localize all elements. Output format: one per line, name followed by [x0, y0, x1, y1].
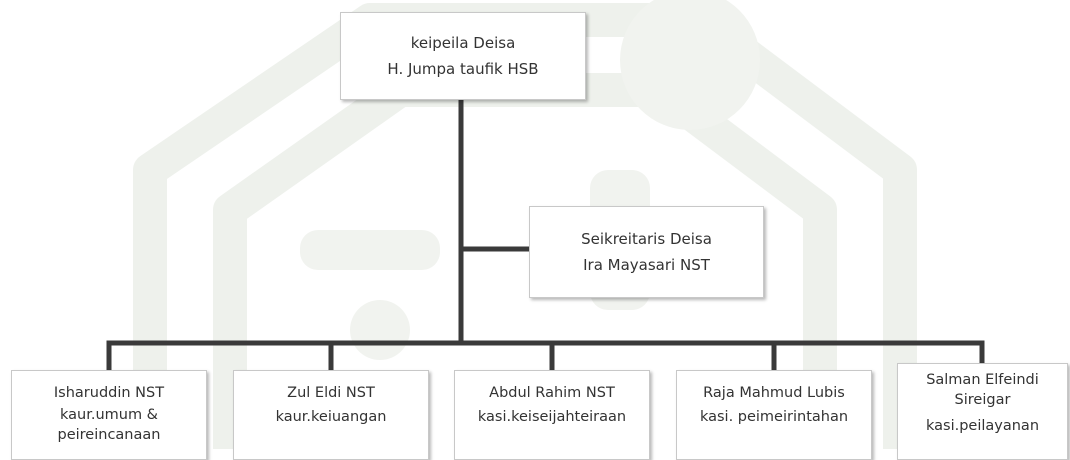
node-staff-general-planning: Isharuddin NST kaur.umum & peireincanaan	[11, 370, 207, 460]
node-village-head: keipeila Deisa H. Jumpa taufik HSB	[340, 12, 586, 100]
node-staff-welfare: Abdul Rahim NST kasi.keiseijahteiraan	[454, 370, 650, 460]
node-role: kasi.keiseijahteiraan	[477, 409, 627, 425]
node-role-line2: peireincanaan	[57, 427, 161, 443]
node-person-name: Raja Mahmud Lubis	[703, 385, 845, 401]
node-role: kasi.peilayanan	[925, 418, 1040, 434]
node-person-name: Zul Eldi NST	[287, 385, 375, 401]
node-person-name: Isharuddin NST	[53, 385, 165, 401]
node-role: keipeila Deisa	[410, 34, 516, 52]
node-role: kasi. peimeirintahan	[699, 409, 849, 425]
node-person-name: Abdul Rahim NST	[489, 385, 615, 401]
node-person-name: H. Jumpa taufik HSB	[387, 60, 539, 78]
node-person-name-line2: Sireigar	[954, 392, 1011, 408]
org-connectors	[106, 97, 985, 373]
node-role: kaur.keiuangan	[275, 409, 387, 425]
node-role: kaur.umum &	[59, 407, 158, 423]
node-village-secretary: Seikreitaris Deisa Ira Mayasari NST	[529, 206, 764, 298]
node-role: Seikreitaris Deisa	[581, 230, 712, 248]
node-staff-finance: Zul Eldi NST kaur.keiuangan	[233, 370, 429, 460]
node-person-name: Ira Mayasari NST	[583, 256, 710, 274]
node-person-name: Salman Elfeindi	[926, 372, 1039, 388]
node-staff-government: Raja Mahmud Lubis kasi. peimeirintahan	[676, 370, 872, 460]
node-staff-services: Salman Elfeindi Sireigar kasi.peilayanan	[897, 363, 1068, 460]
